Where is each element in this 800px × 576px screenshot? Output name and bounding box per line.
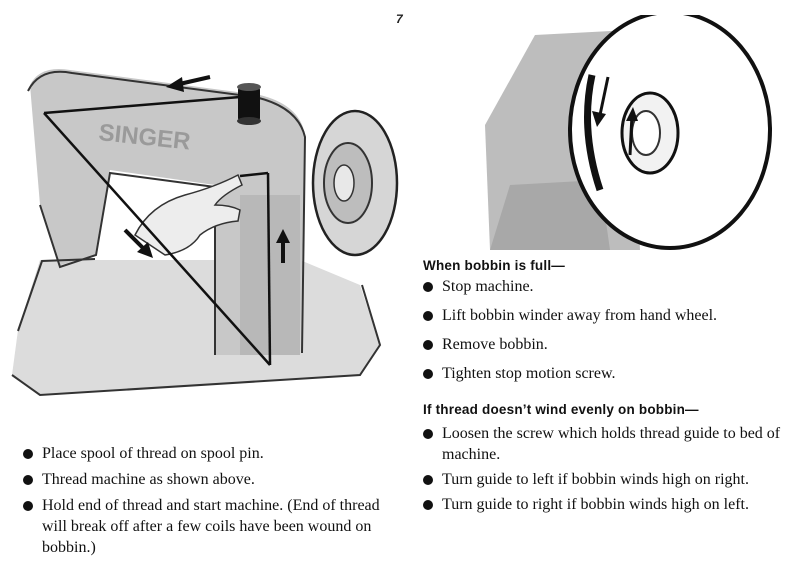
hand-wheel [311, 109, 399, 257]
bullet-icon [423, 369, 433, 379]
bullet-icon [23, 475, 33, 485]
bobbin-full-heading: When bobbin is full— [423, 258, 565, 273]
list-item-text: Turn guide to right if bobbin winds high… [442, 496, 749, 513]
uneven-winding-heading: If thread doesn’t wind evenly on bobbin— [423, 402, 699, 417]
bobbin-full-list: Stop machine. Lift bobbin winder away fr… [423, 277, 793, 393]
list-item: Tighten stop motion screw. [423, 364, 793, 393]
list-item: Place spool of thread on spool pin. [23, 443, 393, 464]
threading-instructions-list: Place spool of thread on spool pin. Thre… [23, 443, 393, 563]
page-number: 7 [396, 12, 403, 26]
bullet-icon [23, 501, 33, 511]
bullet-icon [423, 475, 433, 485]
hand [134, 173, 243, 256]
uneven-winding-list: Loosen the screw which holds thread guid… [423, 423, 795, 519]
rotation-arrows [592, 76, 638, 156]
list-item-text: Turn guide to left if bobbin winds high … [442, 471, 749, 488]
bullet-icon [423, 500, 433, 510]
machine-shading [12, 69, 380, 395]
list-item-text: Stop machine. [442, 278, 534, 295]
list-item: Turn guide to right if bobbin winds high… [423, 494, 795, 515]
bullet-icon [423, 311, 433, 321]
bobbin-winder-illustration [485, 15, 772, 250]
list-item: Lift bobbin winder away from hand wheel. [423, 306, 793, 335]
sewing-machine-illustration: SINGER [11, 69, 399, 397]
list-item: Remove bobbin. [423, 335, 793, 364]
thread-path [43, 95, 272, 366]
list-item: Thread machine as shown above. [23, 469, 393, 490]
bullet-icon [423, 340, 433, 350]
list-item-text: Place spool of thread on spool pin. [42, 445, 264, 462]
bullet-icon [423, 282, 433, 292]
list-item-text: Lift bobbin winder away from hand wheel. [442, 307, 718, 324]
bobbin-hand-wheel [568, 15, 772, 250]
list-item: Loosen the screw which holds thread guid… [423, 423, 795, 465]
thread-spool [237, 83, 261, 125]
list-item: Stop machine. [423, 277, 793, 306]
list-item-text: Hold end of thread and start machine. (E… [42, 497, 380, 556]
list-item-text: Loosen the screw which holds thread guid… [442, 425, 781, 463]
list-item: Turn guide to left if bobbin winds high … [423, 469, 795, 490]
list-item: Hold end of thread and start machine. (E… [23, 495, 393, 558]
list-item-text: Thread machine as shown above. [42, 471, 255, 488]
list-item-text: Tighten stop motion screw. [442, 365, 616, 382]
bullet-icon [23, 449, 33, 459]
list-item-text: Remove bobbin. [442, 336, 548, 353]
direction-arrows [123, 75, 290, 263]
bullet-icon [423, 429, 433, 439]
